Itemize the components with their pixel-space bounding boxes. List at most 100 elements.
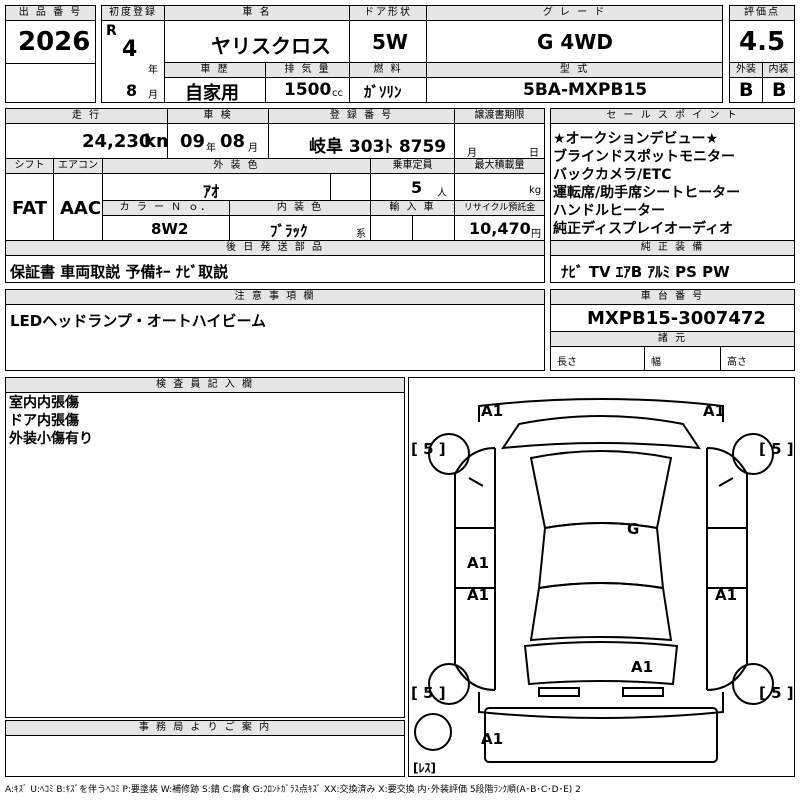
score: 4.5 bbox=[739, 27, 786, 57]
mark-mid-right: A1 bbox=[715, 586, 737, 604]
tire-mark-fl: [ 5 ] bbox=[411, 440, 446, 458]
equipment: ﾅﾋﾞ TV ｴｱB ｱﾙﾐ PS PW bbox=[561, 263, 730, 281]
hood-shape bbox=[500, 415, 702, 450]
interior: B bbox=[772, 79, 787, 101]
trunk-shape bbox=[523, 641, 679, 686]
recycle-label: リサイクル預託金 bbox=[454, 200, 545, 216]
score-label: 評価点 bbox=[729, 5, 795, 21]
inspector-list: 室内内張傷 ドア内張傷 外装小傷有り bbox=[9, 394, 93, 448]
tail-light-left-shape bbox=[538, 687, 580, 697]
color-no-label: カ ラ ー Ｎ ｏ． bbox=[102, 200, 230, 216]
mileage: 24,230 bbox=[82, 131, 152, 152]
grade: G 4WD bbox=[537, 30, 613, 54]
displacement: 1500 bbox=[284, 80, 332, 100]
sales-points-cell: ★オークションデビュー★ ブラインドスポットモニター バックカメラ/ETC 運転… bbox=[550, 123, 795, 241]
reg-month: 8 bbox=[126, 81, 138, 100]
height-cell: 高さ bbox=[720, 346, 795, 371]
score-cell: 4.5 bbox=[729, 20, 795, 63]
spare-tire-shape bbox=[414, 713, 452, 751]
first-reg-label: 初度登録 bbox=[101, 5, 165, 21]
import-cell-a bbox=[370, 215, 413, 241]
mirror-shape bbox=[468, 477, 734, 487]
fuel-cell: ｶﾞｿﾘﾝ bbox=[349, 77, 427, 103]
color-no: 8W2 bbox=[151, 220, 189, 238]
office-label: 事 務 局 よ り ご 案 内 bbox=[5, 720, 405, 736]
length-cell: 長さ bbox=[550, 346, 645, 371]
ext-color-label: 外 装 色 bbox=[102, 158, 371, 174]
tire-mark-rr: [ 5 ] bbox=[759, 684, 794, 702]
import-cell-b bbox=[412, 215, 455, 241]
later-parts-cell: 保証書 車両取説 予備ｷｰ ﾅﾋﾞ取説 bbox=[5, 255, 545, 283]
door-cell: 5W bbox=[349, 20, 427, 63]
exterior-cell: B bbox=[729, 77, 763, 103]
interior-cell: B bbox=[762, 77, 795, 103]
ext-color: ｱｵ bbox=[203, 182, 220, 201]
sales-point: ハンドルヒーター bbox=[553, 203, 665, 219]
ext-color-sub bbox=[330, 173, 371, 201]
right-body-shape bbox=[706, 447, 748, 691]
inspection-cell: 09 年 08 月 bbox=[167, 123, 269, 159]
ac-cell: AAC bbox=[53, 173, 103, 241]
tire-mark-fr: [ 5 ] bbox=[759, 440, 794, 458]
recycle-unit: 円 bbox=[531, 229, 541, 240]
ac: AAC bbox=[60, 198, 102, 219]
notes-cell: LEDヘッドランプ・オートハイビーム bbox=[5, 304, 545, 371]
insp-month: 08 bbox=[220, 131, 246, 152]
chassis-number: MXPB15-3007472 bbox=[587, 308, 766, 329]
reg-year: 4 bbox=[122, 37, 138, 62]
int-color-unit: 系 bbox=[356, 229, 366, 240]
sales-point: バックカメラ/ETC bbox=[553, 167, 672, 183]
car-name: ヤリスクロス bbox=[211, 34, 331, 58]
color-no-cell: 8W2 bbox=[102, 215, 230, 241]
int-color-label: 内 装 色 bbox=[229, 200, 371, 216]
transfer-cell: 月 日 bbox=[454, 123, 545, 159]
transfer-label: 譲渡書期限 bbox=[454, 108, 545, 124]
later-parts: 保証書 車両取説 予備ｷｰ ﾅﾋﾞ取説 bbox=[10, 263, 229, 281]
mark-rear: A1 bbox=[631, 658, 653, 676]
sales-points-label: セ ー ル ス ポ イ ン ト bbox=[550, 108, 795, 124]
mark-roof: G bbox=[627, 520, 639, 538]
notes-label: 注 意 事 項 欄 bbox=[5, 289, 545, 305]
lot-no-blank bbox=[5, 63, 96, 103]
grade-cell: G 4WD bbox=[426, 20, 723, 63]
shift: FAT bbox=[12, 198, 48, 219]
door-label: ドア形状 bbox=[349, 5, 427, 21]
capacity-cell: 5 人 bbox=[370, 173, 455, 201]
sales-point: 純正ディスプレイオーディオ bbox=[553, 221, 734, 237]
max-load-cell: kg bbox=[454, 173, 545, 201]
history-label: 車 歴 bbox=[164, 62, 266, 78]
later-parts-label: 後 日 発 送 部 品 bbox=[5, 240, 545, 256]
wheel-rl-shape bbox=[428, 663, 470, 705]
inspector-item: 外装小傷有り bbox=[9, 431, 93, 447]
int-color: ﾌﾞﾗｯｸ bbox=[270, 222, 308, 240]
exterior: B bbox=[739, 79, 754, 101]
history: 自家用 bbox=[185, 83, 239, 104]
displacement-label: 排 気 量 bbox=[265, 62, 350, 78]
lot-no-label: 出 品 番 号 bbox=[5, 5, 96, 21]
displacement-unit: cc bbox=[332, 88, 343, 99]
car-name-label: 車 名 bbox=[164, 5, 350, 21]
legend: A:ｷｽﾞ U:ﾍｺﾐ B:ｷｽﾞを伴うﾍｺﾐ P:要塗装 W:補修跡 S:錆 … bbox=[5, 785, 581, 795]
month-unit: 月 bbox=[148, 90, 158, 101]
mark-mid-left-1: A1 bbox=[467, 554, 489, 572]
sales-point: ★オークションデビュー★ bbox=[553, 131, 719, 147]
front-bumper-shape bbox=[478, 398, 724, 422]
import-label: 輸 入 車 bbox=[370, 200, 455, 216]
capacity: 5 bbox=[411, 178, 423, 197]
max-load-label: 最大積載量 bbox=[454, 158, 545, 174]
chassis-cell: MXPB15-3007472 bbox=[550, 304, 795, 332]
insp-year-unit: 年 bbox=[206, 143, 216, 154]
mileage-cell: 24,230 km bbox=[5, 123, 175, 159]
ext-color-cell: ｱｵ bbox=[102, 173, 331, 201]
mileage-label: 走 行 bbox=[5, 108, 168, 124]
inspector-label: 検 査 員 記 入 欄 bbox=[5, 377, 405, 393]
door: 5W bbox=[372, 30, 408, 54]
tire-mark-rl: [ 5 ] bbox=[411, 684, 446, 702]
fuel-label: 燃 料 bbox=[349, 62, 427, 78]
plate: 岐阜 303ﾄ 8759 bbox=[309, 137, 447, 157]
int-color-cell: ﾌﾞﾗｯｸ 系 bbox=[229, 215, 371, 241]
transfer-month: 月 bbox=[467, 148, 477, 159]
car-name-cell: ヤリスクロス bbox=[164, 20, 350, 63]
model-cell: 5BA-MXPB15 bbox=[426, 77, 723, 103]
inspector-item: 室内内張傷 bbox=[9, 395, 79, 411]
